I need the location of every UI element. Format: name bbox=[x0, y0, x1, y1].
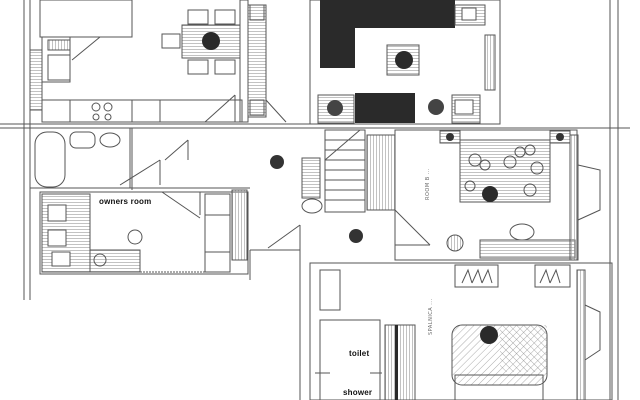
room-label-bedroom-lower: SPALNICA ... bbox=[428, 298, 434, 335]
room-label-toilet: toilet bbox=[349, 349, 370, 358]
room-label-bedroom-upper: ROOM B ... bbox=[425, 167, 431, 200]
room-label-shower: shower bbox=[343, 388, 373, 397]
room-label-owners-room: owners room bbox=[99, 197, 152, 206]
